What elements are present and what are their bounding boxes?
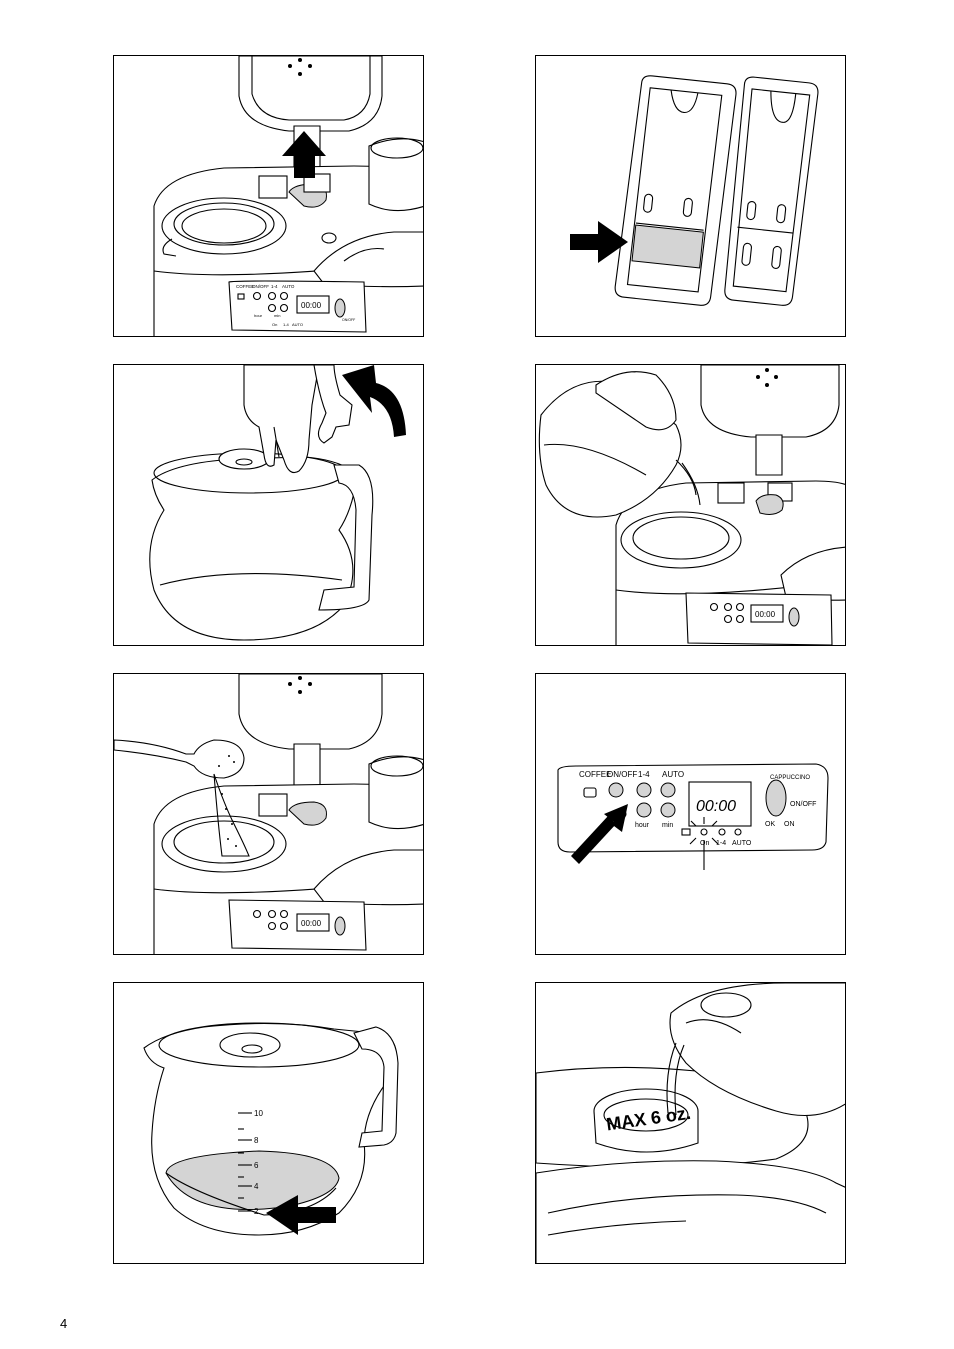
illustration-fill-boiler: MAX 6 oz.: [535, 982, 846, 1264]
fig4-display: 00:00: [755, 610, 776, 619]
fig1-display: 00:00: [301, 301, 322, 310]
fig6-label-knob-onoff: ON/OFF: [790, 801, 816, 808]
fig1-label-min: min: [274, 313, 280, 318]
scale-6: 6: [254, 1161, 259, 1170]
scale-4: 4: [254, 1182, 259, 1191]
illustration-carafe-scale: 10 8 6 4 2: [113, 982, 424, 1264]
fig1-led-14: 1-4: [283, 322, 290, 327]
illustration-control-panel: COFFEE ON/OFF 1-4 AUTO hour min 00:00 CA…: [535, 673, 846, 955]
arrow-diagonal-icon: [581, 804, 628, 859]
fig6-display: 00:00: [696, 798, 736, 815]
illustration-add-coffee: 00:00: [113, 673, 424, 955]
fig6-label-auto: AUTO: [662, 770, 684, 779]
fig6-label-min: min: [662, 822, 673, 829]
fig6-label-hour: hour: [635, 822, 650, 829]
cappuccino-knob: [765, 779, 787, 817]
coffee-button: [583, 787, 597, 798]
fig1-label-hour: hour: [254, 313, 263, 318]
fig6-label-ok: OK: [765, 821, 775, 828]
illustration-pour-water: 00:00: [535, 364, 846, 646]
curved-arrow-icon: [342, 365, 406, 437]
fig6-led-auto: AUTO: [732, 840, 752, 847]
fig1-label-14: 1-4: [271, 284, 278, 289]
arrow-left-icon: [266, 1195, 336, 1235]
display-screen: [688, 781, 752, 827]
scale-2: 2: [254, 1207, 259, 1216]
onoff-button: [608, 782, 624, 798]
fig6-label-on: ON: [784, 821, 795, 828]
led-icon: [681, 828, 691, 836]
hour-button: [636, 802, 652, 818]
fig5-display: 00:00: [301, 919, 322, 928]
fig6-label-onoff: ON/OFF: [607, 770, 637, 779]
fig6-label-coffee: COFFEE: [579, 770, 611, 779]
fig6-label-cappuccino: CAPPUCCINO: [770, 775, 810, 781]
page-number: 4: [60, 1316, 68, 1331]
arrow-up-icon: [282, 131, 326, 178]
illustration-open-lid: COFFEE ON/OFF 1-4 AUTO 00:00 hour min On…: [113, 55, 424, 337]
fig1-label-coffee: COFFEE: [236, 284, 254, 289]
fig1-led-auto: AUTO: [292, 322, 303, 327]
fig1-label-auto: AUTO: [282, 284, 295, 289]
auto-button: [660, 782, 676, 798]
illustration-filter-cartridge: [535, 55, 846, 337]
one-four-button: [636, 782, 652, 798]
fig1-label-onoff: ON/OFF: [252, 284, 269, 289]
fig6-label-14: 1-4: [638, 770, 650, 779]
scale-8: 8: [254, 1136, 259, 1145]
illustration-carafe-lid: [113, 364, 424, 646]
fig1-led-on: On: [272, 322, 277, 327]
min-button: [660, 802, 676, 818]
arrow-right-icon: [570, 221, 628, 263]
fig6-led-14: 1-4: [716, 840, 726, 847]
fig6-led-on: On: [700, 840, 709, 847]
scale-10: 10: [254, 1109, 263, 1118]
fig1-knob-label: ON/OFF: [342, 318, 355, 322]
